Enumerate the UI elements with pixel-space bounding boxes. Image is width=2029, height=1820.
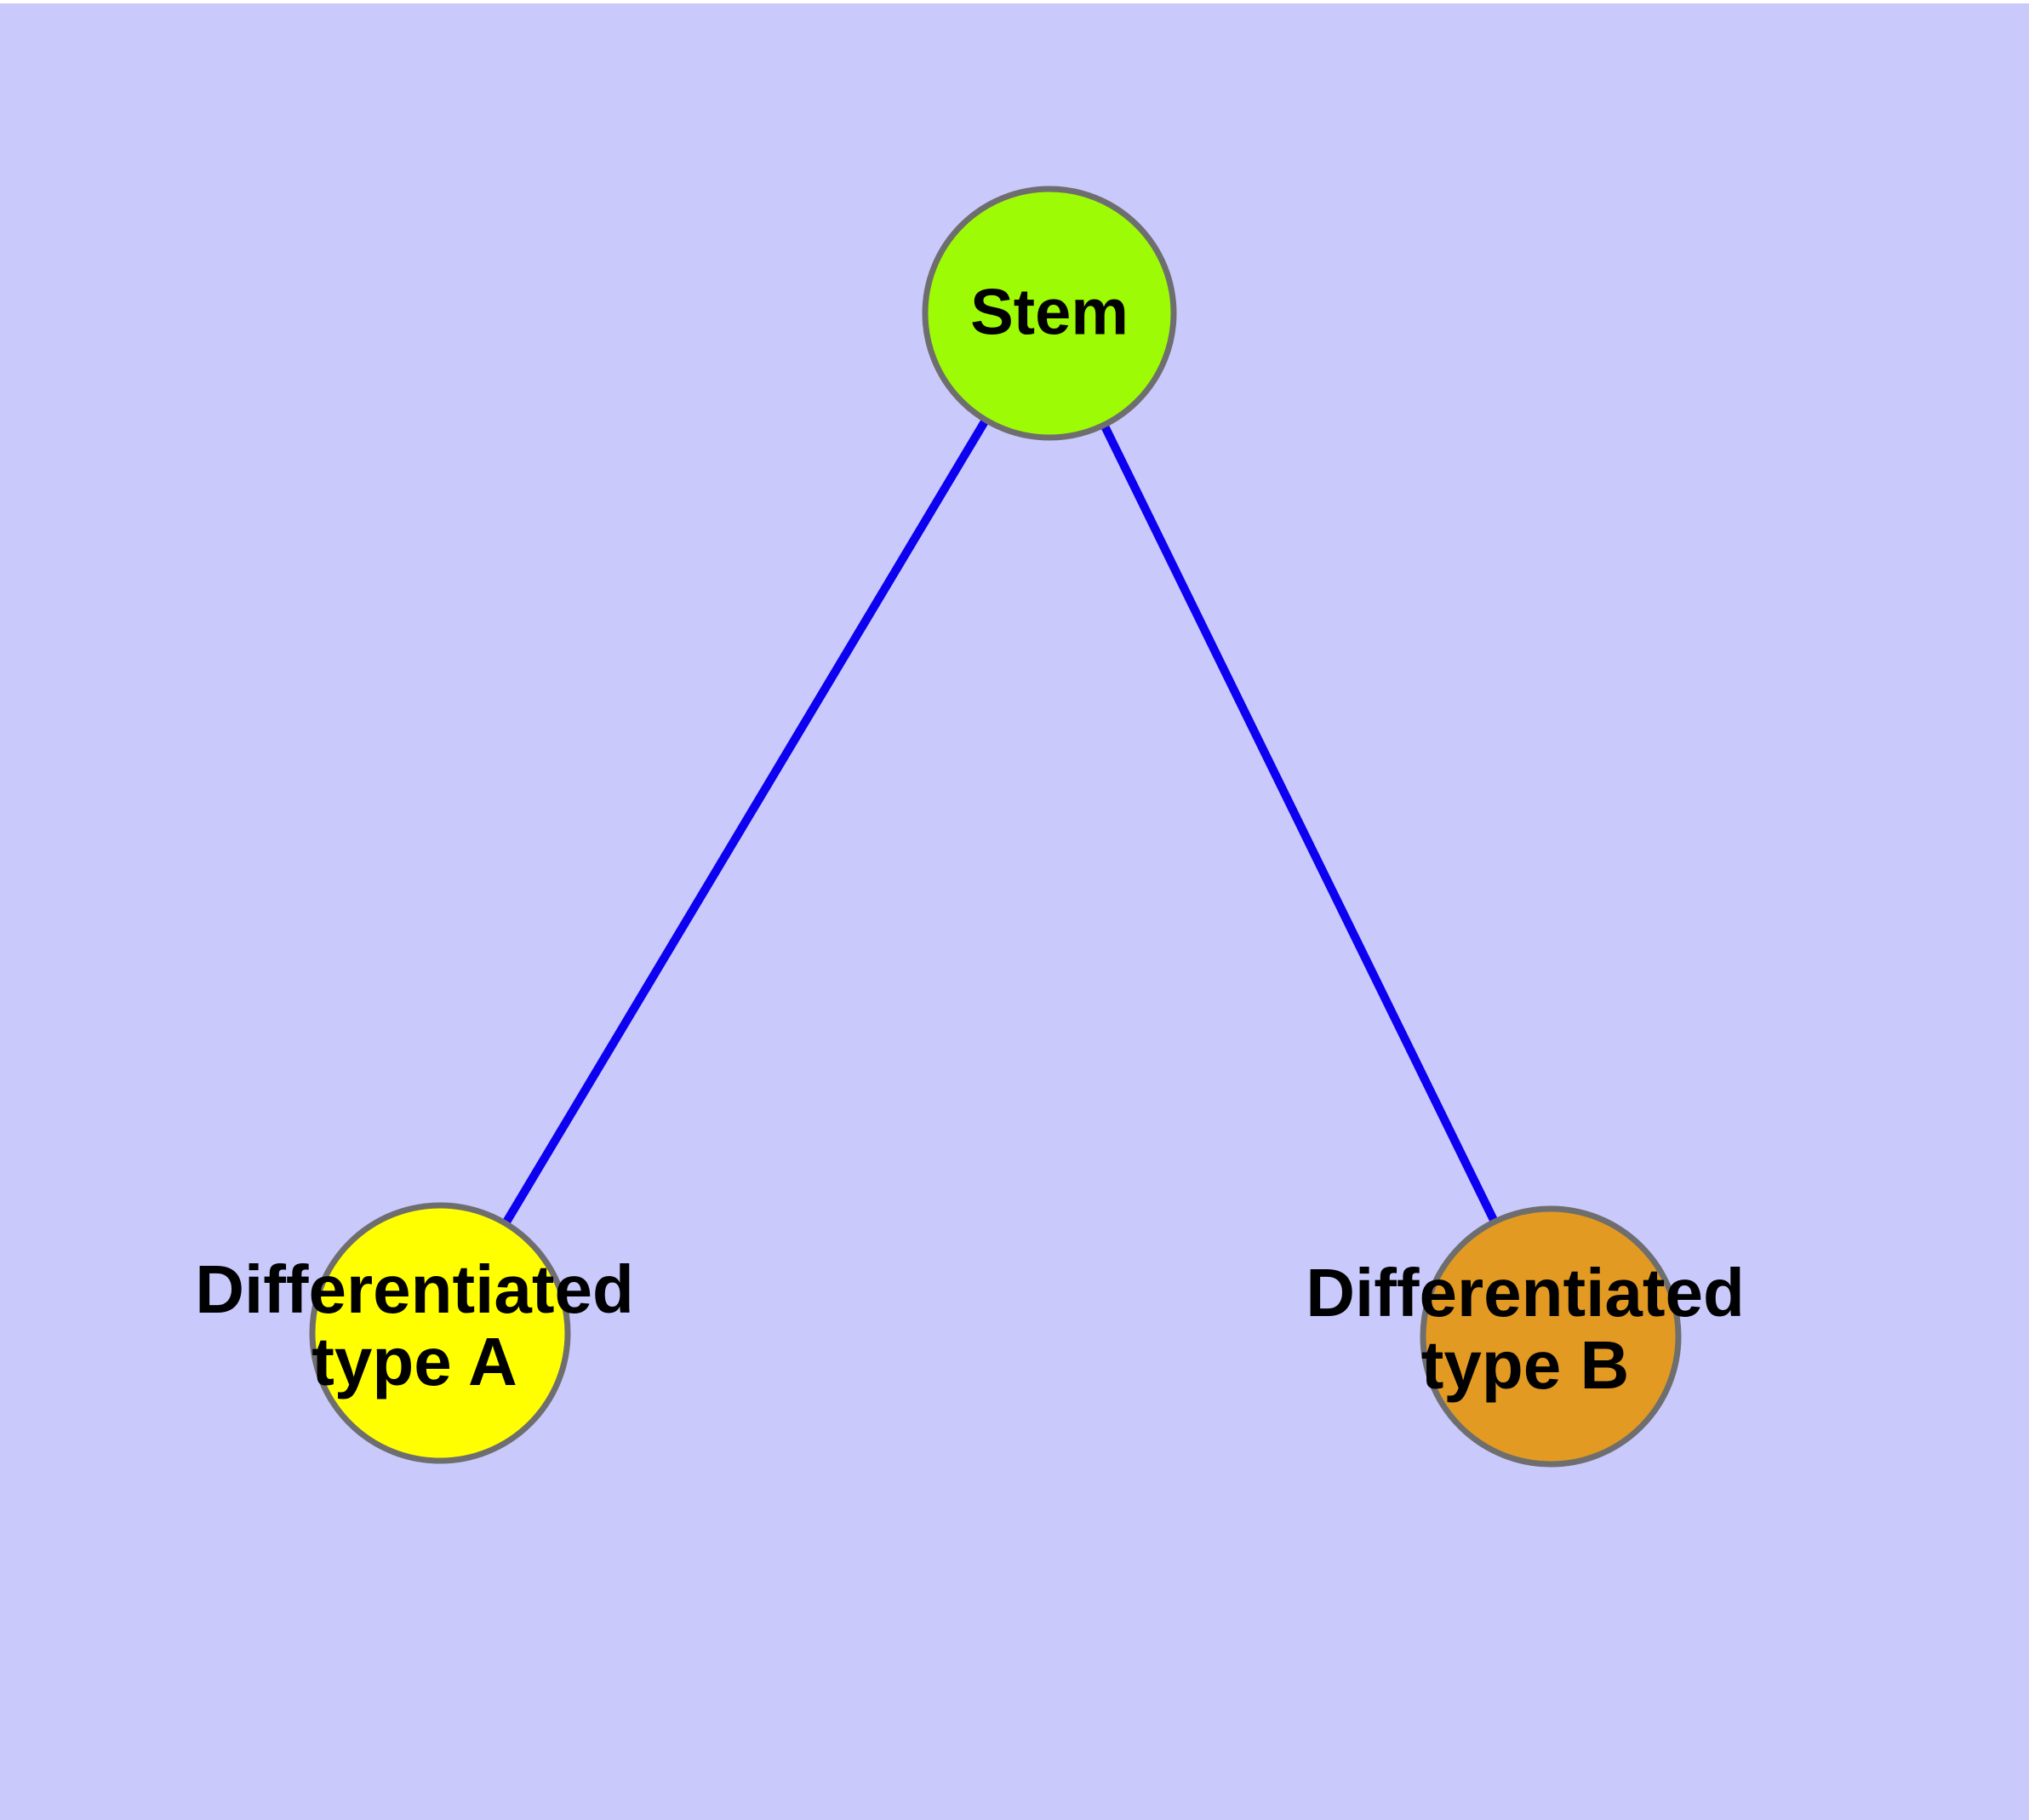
node-circle-diff-b[interactable] — [1420, 1205, 1682, 1468]
node-circle-stem[interactable] — [922, 186, 1177, 441]
edge-stem-to-diff-a — [436, 311, 1054, 1336]
edge-stem-to-diff-b — [1045, 311, 1555, 1339]
canvas-top-margin — [0, 0, 2029, 3]
node-layer — [309, 186, 1682, 1468]
node-circle-diff-a[interactable] — [309, 1202, 571, 1464]
edge-layer — [436, 311, 1555, 1339]
